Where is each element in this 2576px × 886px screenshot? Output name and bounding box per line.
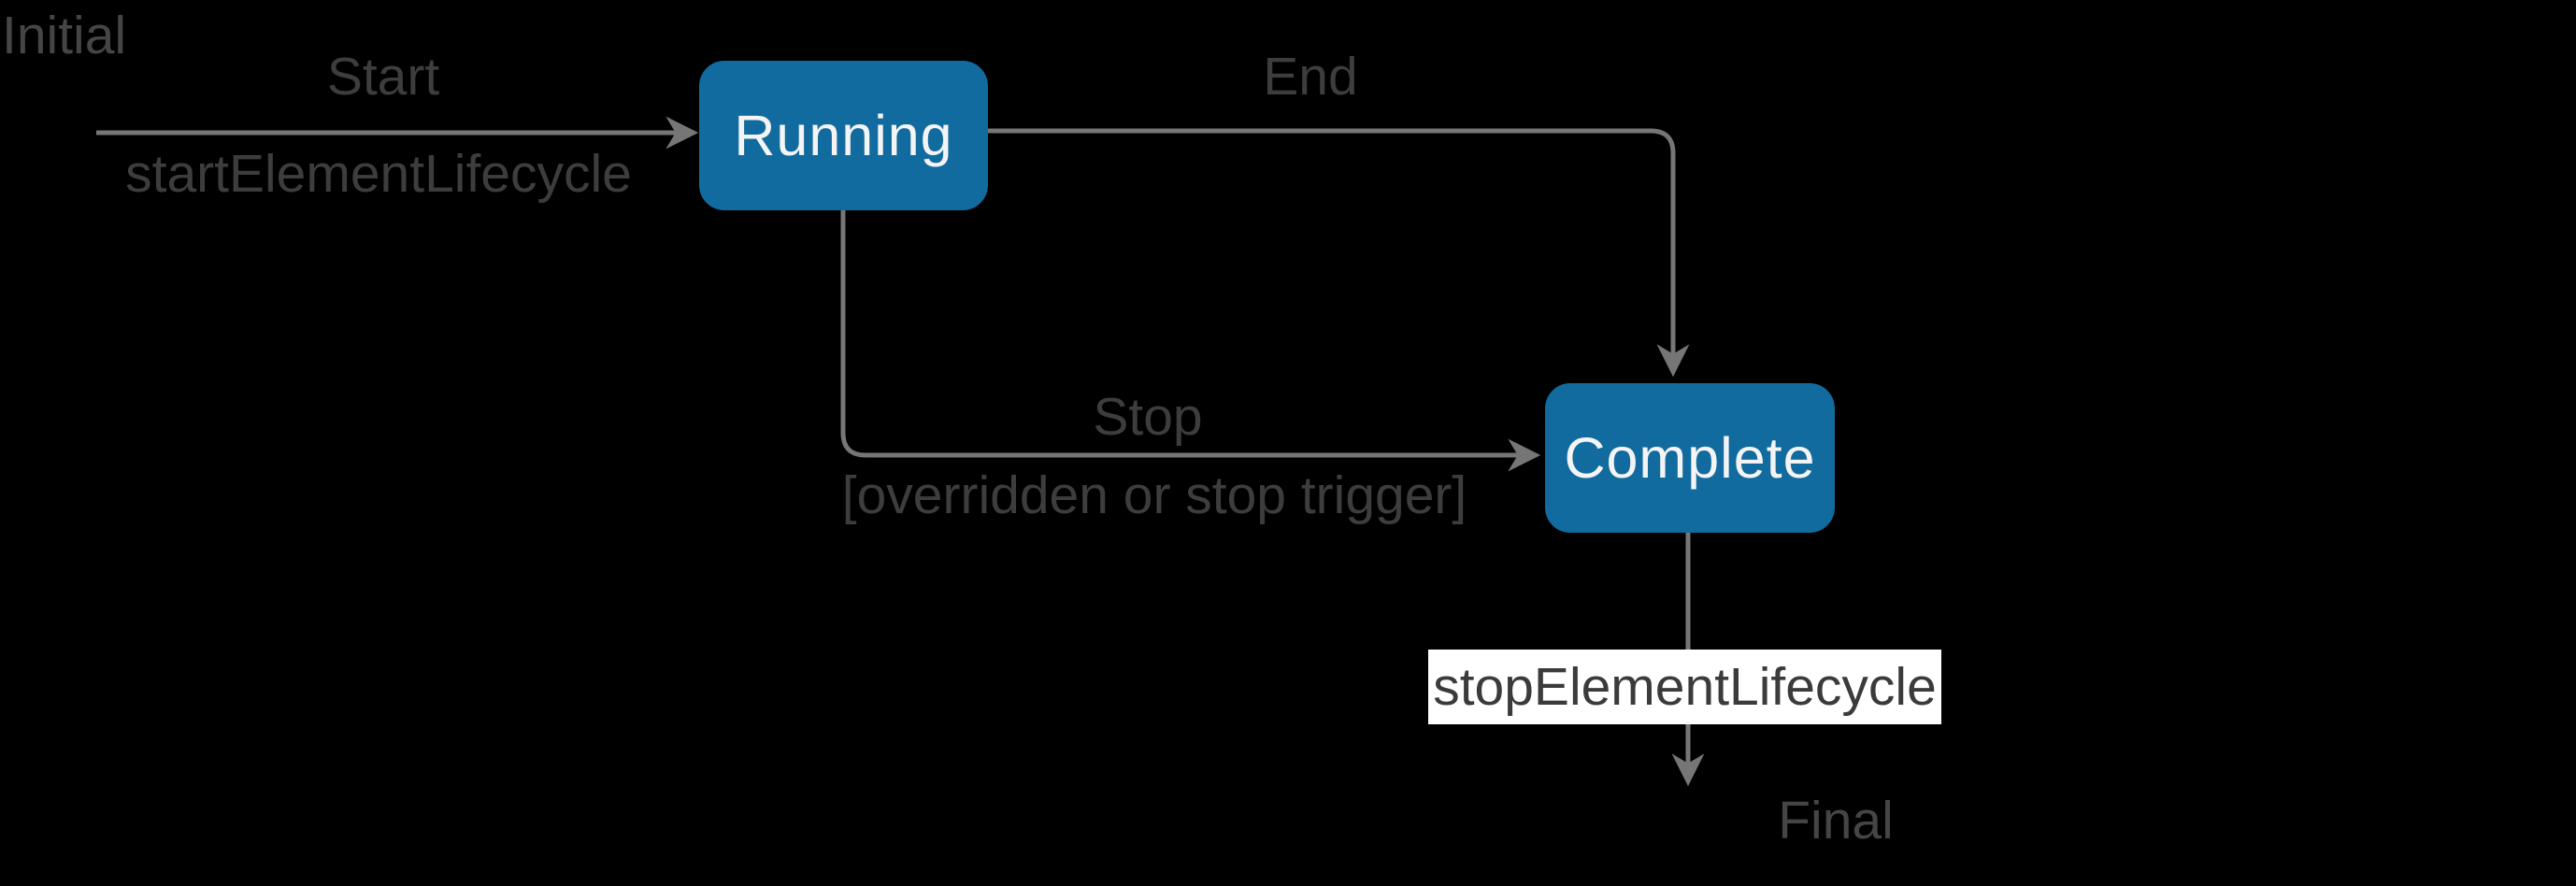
edge-running-to-complete-stop [840,210,1541,472]
state-node-running: Running [699,61,988,210]
edge-trigger-stop-element-lifecycle: stopElementLifecycle [1433,657,1937,717]
edge-running-to-complete-end [988,128,1690,378]
edge-label-end: End [1263,47,1358,107]
edge-label-start: Start [326,47,440,107]
state-node-complete: Complete [1545,383,1835,533]
edge-trigger-start-element-lifecycle: startElementLifecycle [125,144,632,204]
edge-trigger-box-stop-element-lifecycle: stopElementLifecycle [1428,650,1941,724]
state-label-running: Running [734,104,953,167]
edge-guard-overridden-or-stop-trigger: [overridden or stop trigger] [841,465,1467,525]
edge-label-stop: Stop [1093,387,1203,447]
initial-pseudostate-label: Initial [2,6,127,65]
state-label-complete: Complete [1564,426,1816,490]
final-pseudostate-label: Final [1778,791,1894,850]
